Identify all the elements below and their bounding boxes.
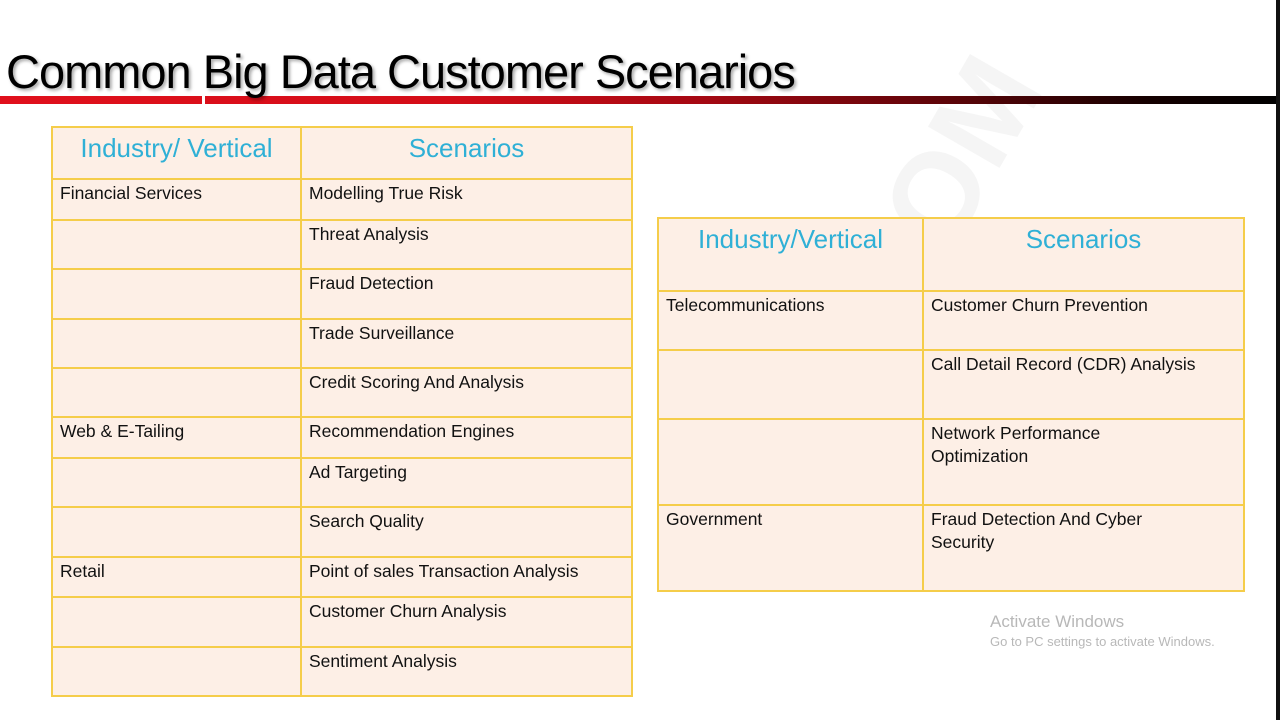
header-scenarios: Scenarios — [300, 126, 633, 180]
table-row: Telecommunications Customer Churn Preven… — [657, 290, 1245, 351]
scenario-cell: Fraud Detection — [300, 268, 633, 320]
industry-cell — [657, 349, 924, 420]
left-scenarios-table: Industry/ Vertical Scenarios Financial S… — [51, 126, 633, 697]
table-row: Web & E-Tailing Recommendation Engines — [51, 416, 633, 459]
table-row: Search Quality — [51, 506, 633, 558]
scenario-cell: Modelling True Risk — [300, 178, 633, 221]
scenario-cell: Trade Surveillance — [300, 318, 633, 369]
industry-cell — [51, 219, 302, 270]
table-row: Retail Point of sales Transaction Analys… — [51, 556, 633, 598]
scenario-cell: Sentiment Analysis — [300, 646, 633, 697]
activate-windows-title: Activate Windows — [990, 612, 1125, 631]
table-row: Trade Surveillance — [51, 318, 633, 369]
header-scenarios: Scenarios — [922, 217, 1245, 292]
industry-cell — [657, 418, 924, 506]
slide-right-border — [1276, 0, 1280, 720]
scenario-cell: Fraud Detection And Cyber Security — [922, 504, 1245, 592]
industry-cell — [51, 318, 302, 369]
table-row: Sentiment Analysis — [51, 646, 633, 697]
activate-windows-overlay: Activate Windows Go to PC settings to ac… — [990, 612, 1215, 652]
scenario-cell: Point of sales Transaction Analysis — [300, 556, 633, 598]
slide-title: Common Big Data Customer Scenarios — [6, 45, 796, 98]
activate-windows-subtitle: Go to PC settings to activate Windows. — [990, 634, 1215, 649]
industry-cell — [51, 506, 302, 558]
industry-cell — [51, 646, 302, 697]
right-scenarios-table: Industry/Vertical Scenarios Telecommunic… — [657, 217, 1245, 592]
table-row: Threat Analysis — [51, 219, 633, 270]
scenario-cell: Ad Targeting — [300, 457, 633, 508]
title-underline-bar — [0, 96, 1276, 104]
table-row: Fraud Detection — [51, 268, 633, 320]
table-header-row: Industry/ Vertical Scenarios — [51, 126, 633, 180]
industry-cell: Web & E-Tailing — [51, 416, 302, 459]
table-row: Customer Churn Analysis — [51, 596, 633, 648]
industry-cell — [51, 457, 302, 508]
table-row: Credit Scoring And Analysis — [51, 367, 633, 418]
scenario-cell: Recommendation Engines — [300, 416, 633, 459]
header-industry: Industry/ Vertical — [51, 126, 302, 180]
table-row: Financial Services Modelling True Risk — [51, 178, 633, 221]
table-row: Ad Targeting — [51, 457, 633, 508]
industry-cell: Financial Services — [51, 178, 302, 221]
scenario-cell: Network Performance Optimization — [922, 418, 1245, 506]
table-row: Government Fraud Detection And Cyber Sec… — [657, 504, 1245, 592]
header-industry: Industry/Vertical — [657, 217, 924, 292]
industry-cell: Telecommunications — [657, 290, 924, 351]
scenario-cell: Customer Churn Prevention — [922, 290, 1245, 351]
scenario-cell: Credit Scoring And Analysis — [300, 367, 633, 418]
industry-cell — [51, 367, 302, 418]
industry-cell — [51, 268, 302, 320]
scenario-cell: Call Detail Record (CDR) Analysis — [922, 349, 1245, 420]
title-underline-gap — [202, 96, 205, 105]
industry-cell — [51, 596, 302, 648]
scenario-cell: Threat Analysis — [300, 219, 633, 270]
scenario-cell: Search Quality — [300, 506, 633, 558]
industry-cell: Government — [657, 504, 924, 592]
industry-cell: Retail — [51, 556, 302, 598]
table-row: Call Detail Record (CDR) Analysis — [657, 349, 1245, 420]
table-row: Network Performance Optimization — [657, 418, 1245, 506]
table-header-row: Industry/Vertical Scenarios — [657, 217, 1245, 292]
scenario-cell: Customer Churn Analysis — [300, 596, 633, 648]
